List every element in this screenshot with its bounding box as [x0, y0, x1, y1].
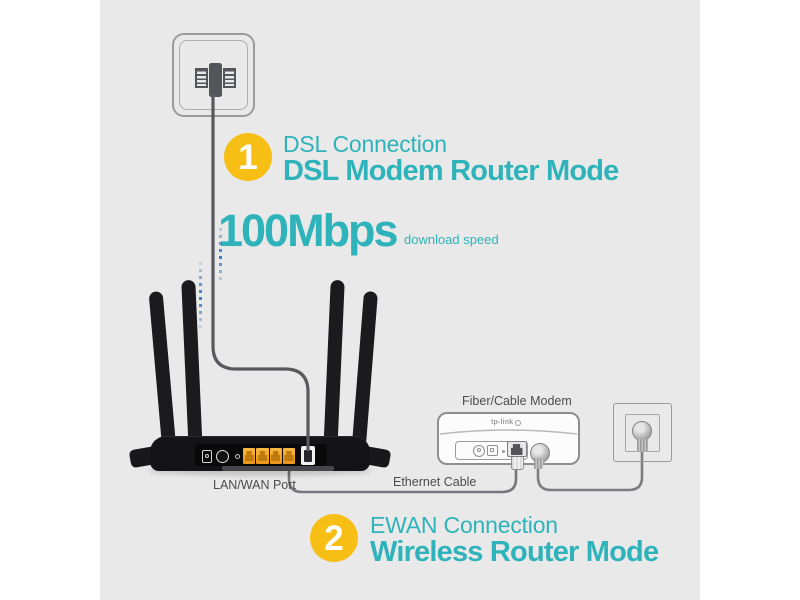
coax-cable-line [536, 448, 644, 492]
download-speed-caption: download speed [404, 232, 499, 247]
ethernet-cable-label: Ethernet Cable [393, 475, 477, 489]
modem-square-port [487, 445, 498, 456]
step2-badge: 2 [310, 514, 358, 562]
modem-coax-stem [534, 458, 543, 469]
phone-jack-plug-icon [208, 63, 222, 97]
router-power-button [215, 449, 229, 463]
phone-jack-contacts-right-icon [222, 68, 236, 88]
download-speed-value: 100Mbps [218, 205, 399, 256]
ethernet-cable-line [287, 462, 518, 494]
router-power-pin [204, 454, 209, 458]
modem-power-port [473, 444, 485, 457]
router-wan-dsl-port [300, 446, 315, 465]
router-wan-slot [303, 450, 312, 462]
step1-title: DSL Connection [283, 131, 447, 157]
outlet-coax-stem [636, 439, 648, 451]
coax-wall-plate-inner [625, 414, 660, 452]
lan-port [282, 448, 295, 464]
speed-dot-trail-left [199, 262, 202, 328]
phone-jack-contacts-left-icon [194, 68, 208, 88]
step1-text: DSL Connection DSL Modem Router Mode [283, 132, 619, 186]
lan-port [243, 448, 256, 464]
rj45-slot-icon [284, 451, 294, 461]
router-reset-button [235, 454, 240, 459]
step1-badge: 1 [224, 133, 272, 181]
rj45-slot-icon [244, 451, 254, 461]
coax-wall-plate [613, 403, 672, 462]
modem-ethernet-port [507, 441, 527, 457]
rj45-slot-icon [271, 451, 281, 461]
dsl-cable-line [211, 94, 310, 451]
step1-number: 1 [238, 137, 258, 177]
modem-brand: tp-link [491, 419, 522, 426]
step2-mode: Wireless Router Mode [370, 536, 659, 568]
modem-top-edge [439, 429, 578, 435]
modem-label: Fiber/Cable Modem [462, 394, 572, 408]
speed-dot-trail-right [219, 228, 222, 280]
step1-mode: DSL Modem Router Mode [283, 155, 619, 187]
tp-link-logo-icon [515, 419, 522, 426]
modem-led-dot [502, 450, 505, 453]
lan-wan-port-label: LAN/WAN Port [213, 478, 296, 492]
step2-text: EWAN Connection Wireless Router Mode [370, 512, 659, 568]
router-base [222, 466, 334, 471]
ethernet-plug-icon [511, 457, 524, 470]
router-power-jack [202, 450, 212, 463]
step2-title: EWAN Connection [370, 512, 558, 538]
brand-text: tp-link [491, 419, 514, 426]
rj45-slot-icon [257, 451, 267, 461]
router-lan-ports [243, 448, 295, 464]
rj45-slot-icon [510, 444, 523, 455]
router-shadow [148, 466, 372, 476]
lan-port [269, 448, 282, 464]
step2-number: 2 [324, 518, 344, 558]
lan-port [256, 448, 269, 464]
phone-wall-plate [172, 33, 255, 117]
